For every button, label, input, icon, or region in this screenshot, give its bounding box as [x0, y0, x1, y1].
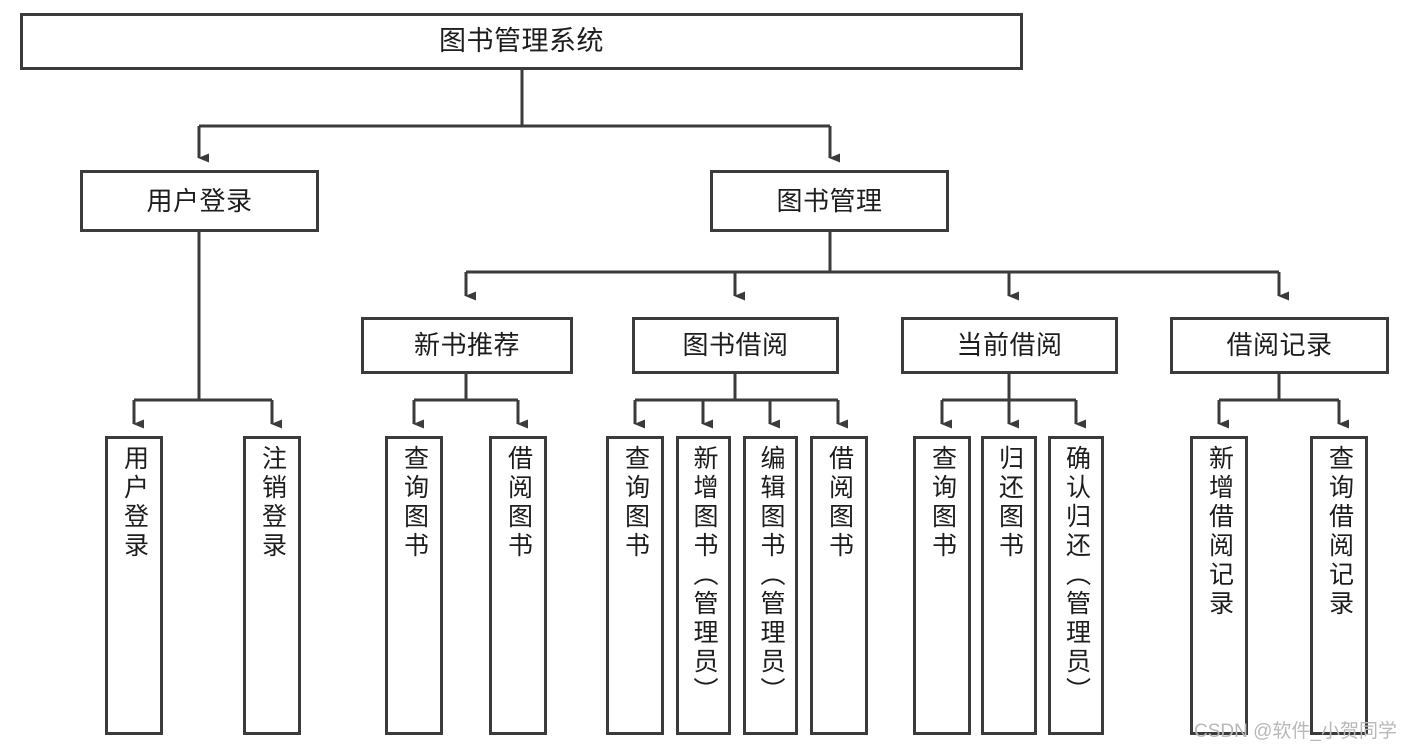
node-borrow-record[interactable]: 借阅记录: [1170, 317, 1389, 374]
leaf-borrow-book-borrow[interactable]: 借阅图书: [810, 436, 868, 735]
node-label: 查询图书: [928, 445, 957, 561]
leaf-query-borrow-record[interactable]: 查询借阅记录: [1310, 436, 1368, 735]
node-current-borrow[interactable]: 当前借阅: [901, 317, 1118, 374]
leaf-user-login[interactable]: 用户登录: [105, 436, 163, 735]
node-label: 图书管理系统: [439, 25, 604, 56]
leaf-query-book-current[interactable]: 查询图书: [913, 436, 971, 735]
csdn-watermark: CSDN @软件_小贺同学: [1194, 721, 1397, 742]
node-label: 当前借阅: [956, 330, 1063, 361]
leaf-query-book-recommend[interactable]: 查询图书: [385, 436, 443, 735]
node-label: 用户登录: [120, 445, 149, 561]
node-label: 借阅图书: [825, 445, 854, 561]
node-user-login[interactable]: 用户登录: [80, 170, 319, 232]
node-new-book-recommend[interactable]: 新书推荐: [361, 317, 573, 374]
leaf-logout-login[interactable]: 注销登录: [243, 436, 301, 735]
leaf-add-book[interactable]: 新增图书（管理员）: [676, 436, 731, 735]
node-label: 用户登录: [146, 185, 253, 216]
node-label: 注销登录: [258, 445, 287, 561]
leaf-add-borrow-record[interactable]: 新增借阅记录: [1190, 436, 1248, 735]
node-label: 查询图书: [400, 445, 429, 561]
node-label: 查询借阅记录: [1325, 445, 1354, 619]
node-label: 查询图书: [621, 445, 650, 561]
node-label: 借阅图书: [504, 445, 533, 561]
node-root-system[interactable]: 图书管理系统: [20, 13, 1023, 70]
node-label: 图书管理: [776, 185, 883, 216]
node-book-management[interactable]: 图书管理: [710, 170, 949, 232]
leaf-confirm-return[interactable]: 确认归还（管理员）: [1048, 436, 1104, 735]
node-label: 图书借阅: [682, 330, 789, 361]
leaf-return-book[interactable]: 归还图书: [981, 436, 1037, 735]
leaf-edit-book[interactable]: 编辑图书（管理员）: [743, 436, 798, 735]
node-label: 新增图书（管理员）: [690, 445, 718, 706]
leaf-query-book-borrow[interactable]: 查询图书: [606, 436, 664, 735]
node-label: 新书推荐: [413, 330, 520, 361]
node-label: 确认归还（管理员）: [1062, 445, 1091, 706]
node-label: 借阅记录: [1226, 330, 1333, 361]
node-label: 新增借阅记录: [1205, 445, 1234, 619]
node-label: 编辑图书（管理员）: [757, 445, 785, 706]
node-label: 归还图书: [995, 445, 1024, 561]
node-book-borrow[interactable]: 图书借阅: [632, 317, 839, 374]
leaf-borrow-book-recommend[interactable]: 借阅图书: [489, 436, 547, 735]
